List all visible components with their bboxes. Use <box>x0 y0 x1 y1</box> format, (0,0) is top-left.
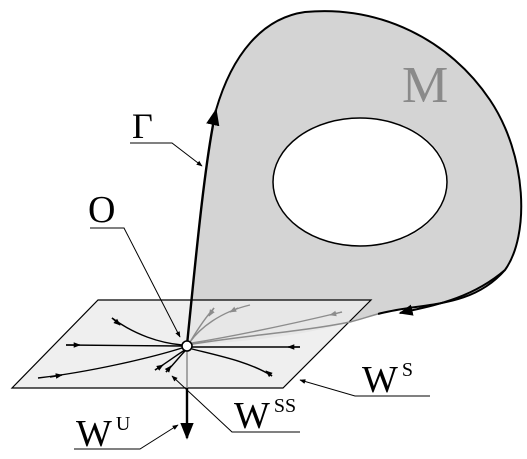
manifold-surface <box>187 11 522 346</box>
orbit-return-branch <box>398 269 506 316</box>
point-label: O <box>88 189 115 231</box>
stable-manifold-label: W S <box>362 359 413 401</box>
equilibrium-point <box>181 340 193 352</box>
unstable-label-base: W <box>76 413 112 455</box>
strong-stable-label-base: W <box>234 395 270 437</box>
ws-leader <box>299 379 430 397</box>
plane-trajectory-6-arrow <box>154 364 164 371</box>
o-leader <box>90 227 181 338</box>
manifold-hole <box>272 117 448 247</box>
strong-stable-label-sup: SS <box>274 395 296 417</box>
wu-leader <box>74 424 179 450</box>
plane-trajectory-gray-3-arrow <box>208 307 215 317</box>
gamma-leader <box>130 142 203 167</box>
plane-trajectory-1-arrow <box>111 317 121 326</box>
manifold-label: M <box>402 57 448 114</box>
plane-trajectory-3-arrow <box>49 373 63 379</box>
plane-trajectory-gray-1 <box>191 311 343 344</box>
manifold-through-plane <box>186 313 379 346</box>
wss-leader <box>171 375 300 433</box>
stable-label-sup: S <box>402 359 413 381</box>
plane-trajectory-2 <box>65 344 183 347</box>
orbit-gamma <box>185 108 220 346</box>
unstable-manifold-label: W U <box>76 413 131 455</box>
plane-trajectory-gray-2-arrow <box>229 306 239 313</box>
unstable-label-sup: U <box>116 413 131 435</box>
plane-trajectory-gray-1-arrow <box>329 310 343 317</box>
plane-trajectory-5 <box>191 348 273 377</box>
plane-trajectory-7-arrow <box>164 365 172 373</box>
stable-label-base: W <box>362 359 398 401</box>
manifold-boundary <box>215 10 523 315</box>
strong-stable-manifold-label: W SS <box>234 395 296 437</box>
orbit-label: Γ <box>132 106 153 146</box>
plane-trajectory-5-arrow <box>265 370 273 378</box>
